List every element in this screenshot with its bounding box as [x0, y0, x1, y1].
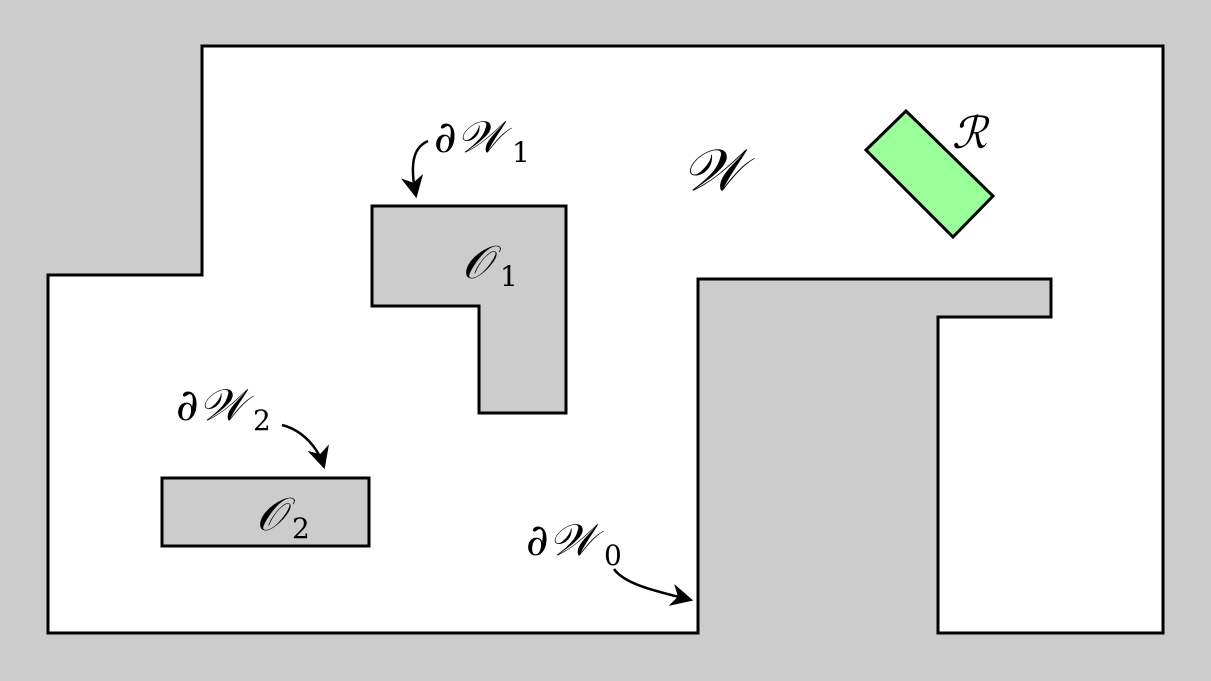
arrow-boundary-1	[401, 139, 429, 199]
label-obstacle-1-subscript: 1	[500, 260, 518, 293]
label-boundary-0-symbol: ∂𝒲	[526, 515, 605, 566]
label-boundary-2-symbol: ∂𝒲	[176, 380, 255, 431]
label-boundary-1-symbol: ∂𝒲	[434, 112, 513, 163]
label-boundary-2: ∂𝒲 2	[176, 380, 271, 437]
label-boundary-0: ∂𝒲 0	[526, 515, 622, 572]
label-boundary-1-subscript: 1	[512, 136, 530, 169]
arrow-boundary-2	[281, 423, 329, 470]
label-boundary-2-subscript: 2	[253, 404, 271, 437]
label-boundary-1: ∂𝒲 1	[434, 112, 530, 169]
label-obstacle-2-subscript: 2	[292, 512, 310, 545]
arrow-boundary-0	[612, 568, 694, 606]
label-robot: ℛ	[952, 108, 990, 159]
obstacle-1	[370, 204, 568, 415]
label-boundary-0-subscript: 0	[604, 539, 622, 572]
robot	[863, 108, 996, 240]
obstacle-2	[160, 476, 371, 548]
